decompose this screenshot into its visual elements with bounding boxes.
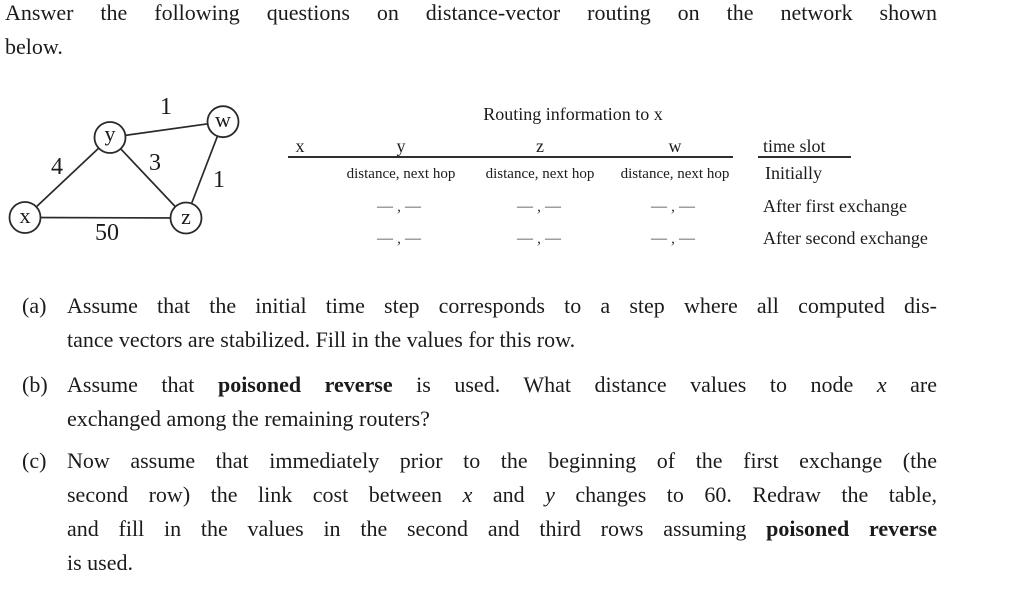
question-c-text: second row) the link cost between (67, 482, 463, 507)
node-z-label: z (181, 204, 191, 229)
question-a-line-1: Assume that the initial time step corres… (67, 293, 937, 318)
network-diagram: y w x z 1 4 3 1 50 (8, 94, 240, 246)
question-b-text: is used. What distance values to node (392, 372, 877, 397)
node-x-circle (8, 201, 42, 234)
question-c-body: Now assume that immediately prior to the… (67, 444, 937, 580)
edge-cost-w-z: 1 (213, 167, 225, 193)
column-header-y: y (396, 136, 406, 156)
edge-w-z (185, 121, 224, 219)
edge-x-z (24, 216, 187, 219)
subheader-y: distance, next hop (346, 166, 456, 182)
node-y-label: y (105, 121, 116, 146)
edge-cost-y-w: 1 (160, 94, 172, 120)
question-c-text: changes to 60. Redraw the table, (554, 482, 937, 507)
blank-cell-y-row2: — , — (377, 198, 421, 215)
question-c-line-1: Now assume that immediately prior to the… (67, 448, 937, 473)
column-header-w: w (668, 136, 682, 156)
question-b-line-2: exchanged among the remaining routers? (67, 406, 430, 431)
math-var-x: x (462, 482, 473, 507)
blank-cell-w-row3: — , — (651, 230, 695, 247)
blank-cell-y-row3: — , — (377, 230, 421, 247)
time-slot-after-second: After second exchange (763, 228, 928, 248)
routing-table-title: Routing information to x (483, 104, 663, 124)
time-slot-header-rule (758, 156, 851, 158)
edge-cost-x-z: 50 (95, 220, 119, 246)
intro-line-1: Answer the following questions on distan… (5, 0, 937, 25)
question-a-line-2: tance vectors are stabilized. Fill in th… (67, 327, 576, 352)
question-b-text: are (886, 372, 937, 397)
edge-cost-y-z: 3 (149, 150, 161, 176)
edge-y-w (109, 120, 224, 139)
edge-x-y (24, 136, 111, 219)
intro-line-2: below. (5, 34, 63, 59)
math-var-y: y (545, 482, 555, 507)
edge-y-z (109, 136, 187, 219)
question-a-body: Assume that the initial time step corres… (67, 289, 937, 357)
time-slot-after-first: After first exchange (763, 196, 907, 216)
node-w-circle (206, 105, 240, 139)
question-c-text: and (472, 482, 546, 507)
math-var-x: x (876, 372, 887, 397)
node-z-circle (169, 201, 203, 235)
table-header-rule (288, 156, 733, 158)
node-w-label: w (215, 107, 231, 132)
column-header-time-slot: time slot (763, 136, 826, 156)
node-y-circle (93, 121, 127, 154)
poisoned-reverse-bold: poisoned reverse (766, 516, 937, 541)
question-c-label: (c) (22, 448, 47, 473)
intro-paragraph: Answer the following questions on distan… (5, 0, 937, 64)
poisoned-reverse-bold: poisoned reverse (217, 372, 393, 397)
question-c-line-2: second row) the link cost between x and … (67, 478, 937, 512)
column-header-x: x (295, 136, 305, 156)
question-c-line-3: and fill in the values in the second and… (67, 512, 937, 546)
question-c-line-4: is used. (67, 550, 133, 575)
blank-cell-z-row3: — , — (517, 230, 561, 247)
question-b-text: Assume that (67, 372, 218, 397)
edge-cost-x-y: 4 (51, 154, 63, 180)
question-b-line-1: Assume that poisoned reverse is used. Wh… (67, 368, 937, 402)
node-x-label: x (20, 203, 31, 228)
question-c-text: and fill in the values in the second and… (67, 516, 767, 541)
question-b-label: (b) (22, 372, 48, 397)
blank-cell-w-row2: — , — (651, 198, 695, 215)
subheader-w: distance, next hop (620, 166, 730, 182)
time-slot-initially: Initially (765, 163, 822, 183)
question-a-label: (a) (22, 293, 47, 318)
column-header-z: z (536, 136, 544, 156)
question-b-body: Assume that poisoned reverse is used. Wh… (67, 368, 937, 436)
blank-cell-z-row2: — , — (517, 198, 561, 215)
subheader-z: distance, next hop (485, 166, 595, 182)
